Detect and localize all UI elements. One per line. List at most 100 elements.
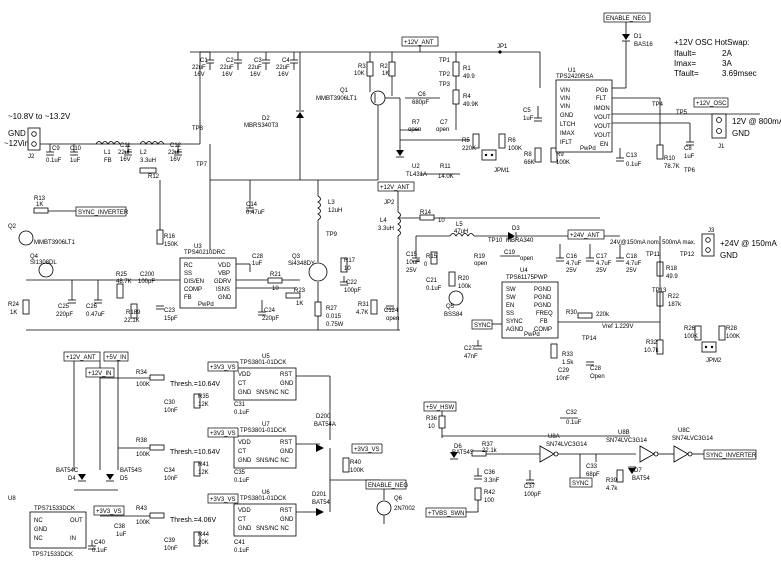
connector-j1: J1 <box>711 113 727 150</box>
svg-text:TP2: TP2 <box>439 72 451 78</box>
svg-text:15pF: 15pF <box>164 316 178 322</box>
svg-text:SNS/NC NC: SNS/NC NC <box>256 390 290 396</box>
svg-text:78.7K: 78.7K <box>664 164 680 170</box>
svg-text:12uH: 12uH <box>328 208 342 214</box>
sync-mid-tag: SYNC <box>471 319 493 330</box>
svg-text:100K: 100K <box>684 334 698 340</box>
svg-text:BAT54S: BAT54S <box>452 450 474 456</box>
svg-text:22.1K: 22.1K <box>124 318 140 324</box>
svg-text:TPS3801-01DCK: TPS3801-01DCK <box>240 428 286 434</box>
svg-text:TPS61175PWP: TPS61175PWP <box>506 275 548 281</box>
mosfet-q3: Q3 Si4348DY <box>288 254 328 282</box>
svg-text:VOUT: VOUT <box>594 124 611 130</box>
svg-text:R5: R5 <box>462 138 470 144</box>
svg-text:IFLT: IFLT <box>560 140 572 146</box>
svg-text:TP6: TP6 <box>684 168 696 174</box>
svg-text:25V: 25V <box>566 268 577 274</box>
svg-text:16V: 16V <box>170 157 181 163</box>
u8a-inverter: U8A SN74LVC3G14 <box>539 434 588 463</box>
svg-text:MMBT3906LT1: MMBT3906LT1 <box>34 240 76 246</box>
svg-text:SYNC: SYNC <box>572 481 589 487</box>
svg-text:C28: C28 <box>590 366 602 372</box>
svg-text:R13: R13 <box>34 196 46 202</box>
out-24v-label: +24V @ 150mA GND <box>720 239 777 260</box>
sync-bot-tag: SYNC <box>569 477 593 488</box>
svg-text:10nF: 10nF <box>164 408 178 414</box>
svg-text:3.3uH: 3.3uH <box>140 158 156 164</box>
tp2: TP2 <box>439 72 451 78</box>
p12v-ant-mid-tag: +12V_ANT <box>377 181 415 192</box>
svg-text:68pF: 68pF <box>586 472 600 478</box>
svg-text:1uF: 1uF <box>684 154 695 160</box>
svg-text:R23: R23 <box>294 288 306 294</box>
svg-text:R38: R38 <box>136 438 148 444</box>
svg-text:20K: 20K <box>198 540 209 546</box>
svg-text:3.3nF: 3.3nF <box>484 478 500 484</box>
svg-text:22uF: 22uF <box>248 65 262 71</box>
svg-text:R15: R15 <box>426 254 438 260</box>
svg-text:48.7K: 48.7K <box>116 279 132 285</box>
svg-text:U1: U1 <box>568 68 576 74</box>
svg-text:C200: C200 <box>140 272 155 278</box>
svg-text:ISNS: ISNS <box>216 287 230 293</box>
tp10: TP10 <box>488 238 503 244</box>
svg-text:J3: J3 <box>708 228 715 234</box>
svg-text:16V: 16V <box>194 72 205 78</box>
svg-text:Si4348DY: Si4348DY <box>288 261 315 267</box>
svg-text:220pF: 220pF <box>262 316 279 322</box>
transistor-q4: Q4 SI1308DL <box>30 254 57 278</box>
svg-text:SW: SW <box>506 295 516 301</box>
svg-text:+24V @ 150mA: +24V @ 150mA <box>720 239 777 248</box>
svg-text:TP14: TP14 <box>582 336 597 342</box>
svg-text:VDD: VDD <box>238 508 251 514</box>
svg-text:10uF: 10uF <box>406 260 420 266</box>
svg-text:C7: C7 <box>440 120 448 126</box>
svg-text:R7: R7 <box>412 120 420 126</box>
svg-text:10: 10 <box>272 286 279 292</box>
tp14: TP14 <box>582 336 597 342</box>
sync-inverter-right-tag: SYNC_INVERTER <box>703 449 757 460</box>
p12v-osc-tag: +12V_OSC <box>693 97 729 108</box>
svg-text:100K: 100K <box>136 520 150 526</box>
svg-text:100k: 100k <box>458 284 472 290</box>
svg-text:0.1uF: 0.1uF <box>92 548 108 554</box>
svg-text:16V: 16V <box>222 72 233 78</box>
connector-j3: J3 <box>701 228 715 257</box>
svg-text:OUT: OUT <box>70 518 83 524</box>
svg-text:R18: R18 <box>666 266 678 272</box>
svg-text:R19: R19 <box>474 254 486 260</box>
svg-text:R42: R42 <box>484 490 496 496</box>
svg-text:C13: C13 <box>626 153 638 159</box>
svg-text:R35: R35 <box>198 394 210 400</box>
svg-text:U6: U6 <box>262 490 270 496</box>
svg-text:R44: R44 <box>198 532 210 538</box>
svg-text:100K: 100K <box>508 146 522 152</box>
svg-text:4.7uF: 4.7uF <box>566 261 582 267</box>
svg-text:R43: R43 <box>136 506 148 512</box>
svg-text:66K: 66K <box>524 160 535 166</box>
svg-text:BAS16: BAS16 <box>634 42 653 48</box>
svg-text:U2: U2 <box>412 164 420 170</box>
svg-text:D200: D200 <box>316 414 331 420</box>
u8-tps71533: U8 TPS71533DCK NC GND NC OUT IN TPS71533… <box>8 496 87 558</box>
svg-text:D7: D7 <box>634 468 642 474</box>
svg-text:220k: 220k <box>596 312 610 318</box>
svg-text:J2: J2 <box>28 154 35 160</box>
svg-text:RC: RC <box>184 263 193 269</box>
jp2: JP2 <box>384 200 395 206</box>
svg-text:IN: IN <box>70 536 76 542</box>
svg-text:+12V_OSC: +12V_OSC <box>696 101 727 107</box>
svg-text:49.9: 49.9 <box>463 74 475 80</box>
svg-text:16V: 16V <box>278 72 289 78</box>
tp11: TP11 <box>646 252 661 258</box>
svg-text:1.5k: 1.5k <box>562 360 574 366</box>
svg-text:R20: R20 <box>458 276 470 282</box>
